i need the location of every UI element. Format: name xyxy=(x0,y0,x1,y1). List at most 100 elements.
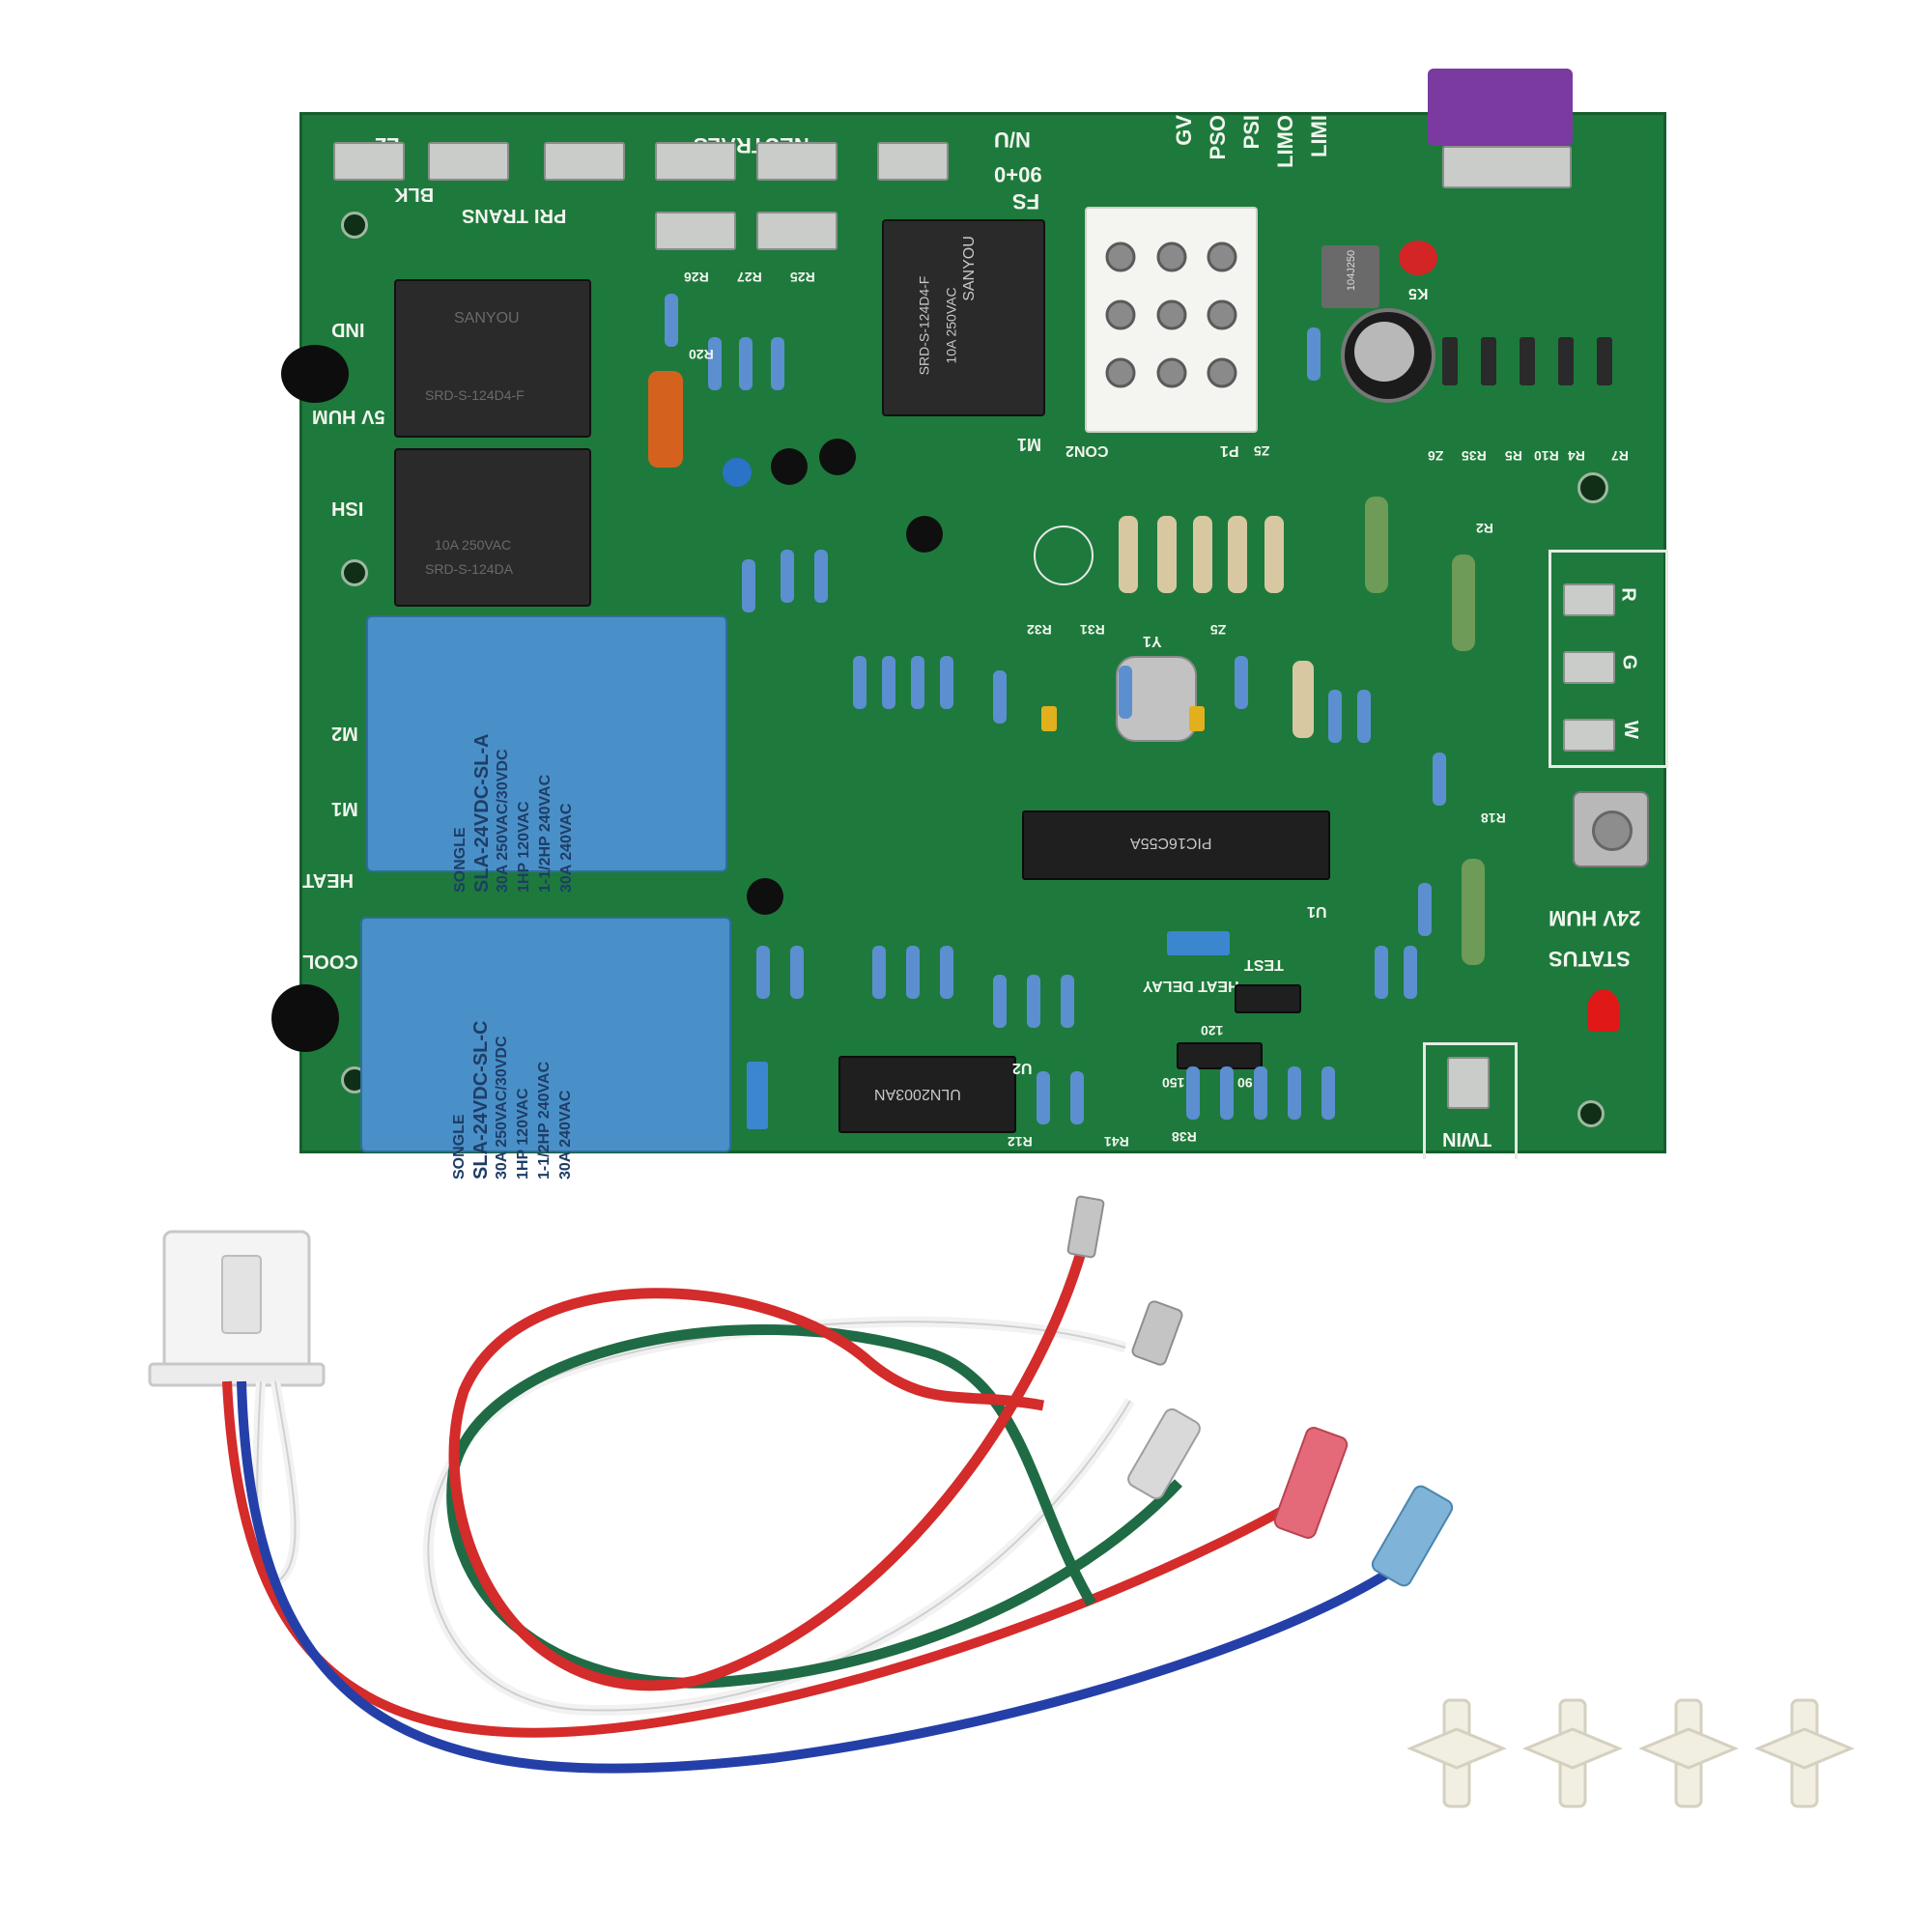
standoff-clips xyxy=(1406,1698,1855,1808)
resistor-array xyxy=(1027,975,1040,1028)
terminal-block-rgw xyxy=(1548,550,1668,768)
screw-icon xyxy=(1592,810,1633,851)
transistor-q1 xyxy=(771,448,808,485)
relay-k1-model: SRD-S-124D4-F xyxy=(425,387,525,403)
fuse-holder xyxy=(1442,146,1572,188)
cap-top xyxy=(1354,322,1414,382)
wire-blue xyxy=(237,1380,1424,1774)
resistor-array xyxy=(781,550,794,603)
mounting-hole xyxy=(1577,1100,1605,1127)
resistor-array xyxy=(1404,946,1417,999)
relay-k1: SANYOU SRD-S-124D4-F xyxy=(394,279,591,438)
resistor-array xyxy=(739,337,753,390)
twin-terminal xyxy=(1447,1057,1490,1109)
spade-terminal xyxy=(756,142,838,181)
resistor-array xyxy=(1321,1066,1335,1120)
transistor-q2 xyxy=(906,516,943,553)
mounting-hole xyxy=(341,559,368,586)
resistor-array xyxy=(1254,1066,1267,1120)
resistor-array xyxy=(1288,1066,1301,1120)
wire-red-loop xyxy=(448,1230,1093,1691)
terminal-w xyxy=(1563,719,1615,752)
wire-green xyxy=(446,1324,1183,1689)
resistor-array xyxy=(872,946,886,999)
test-header xyxy=(1235,984,1301,1013)
resistor-array xyxy=(1037,1071,1050,1124)
terminal-g xyxy=(1563,651,1615,684)
resistor-r9 xyxy=(1264,516,1284,593)
resistor-r7 xyxy=(1228,516,1247,593)
resistor-array xyxy=(1328,690,1342,743)
spade-terminal xyxy=(428,142,509,181)
resistor-array xyxy=(993,670,1007,724)
resistor-array xyxy=(882,656,895,709)
spade-terminal xyxy=(655,212,736,250)
control-board: L2 NEUTRALS N/U 90+0 FS GV GV PSO PSI LI… xyxy=(271,69,1668,1179)
relay-songle-a: SONGLE SLA-24VDC-SL-A 30A 250VAC/30VDC 1… xyxy=(366,615,727,893)
spade-terminal xyxy=(655,142,736,181)
resistor-z7 xyxy=(1293,661,1314,738)
resistor-array xyxy=(1220,1066,1234,1120)
blue-capacitor-c5 xyxy=(747,1062,768,1129)
relay-k4-rating: 10A 250VAC xyxy=(435,537,512,553)
resistor-array xyxy=(1186,1066,1200,1120)
resistor-array xyxy=(1061,975,1074,1028)
transistor-q3 xyxy=(747,878,783,915)
resistor-r1 xyxy=(1462,859,1485,965)
standoff-2 xyxy=(1522,1698,1623,1808)
mounting-hole xyxy=(341,212,368,239)
resistor-r11 xyxy=(1365,497,1388,593)
resistor-array xyxy=(1418,883,1432,936)
relay-k5: SANYOU 10A 250VAC SRD-S-124D4-F xyxy=(882,219,1045,416)
harness-connector xyxy=(148,1230,326,1387)
black-capacitor xyxy=(271,984,339,1052)
box-capacitor: 104J250 xyxy=(1321,245,1379,308)
blue-capacitor-c4 xyxy=(1167,931,1230,955)
spade-terminal xyxy=(333,142,405,181)
transistor-q6 xyxy=(819,439,856,475)
microcontroller-u1: PIC16C55A xyxy=(1022,810,1330,880)
black-capacitor xyxy=(281,345,349,403)
spade-terminal xyxy=(877,142,949,181)
resistor-array xyxy=(771,337,784,390)
resistor-array xyxy=(911,656,924,709)
film-capacitor xyxy=(648,371,683,468)
fuse xyxy=(1428,69,1573,146)
terminal-r xyxy=(1563,583,1615,616)
resistor-array xyxy=(790,946,804,999)
twin-terminal-area xyxy=(1423,1042,1518,1159)
relay-songle-c: SONGLE SLA-24VDC-SL-C 30A 250VAC/30VDC 1… xyxy=(360,917,731,1179)
resistor-array xyxy=(940,946,953,999)
blue-disc-capacitor xyxy=(723,458,752,487)
harness-terminals xyxy=(1066,1195,1454,1587)
standoff-4 xyxy=(1754,1698,1855,1808)
red-capacitor xyxy=(1399,241,1437,275)
resistor-array xyxy=(906,946,920,999)
diode-array xyxy=(1437,332,1631,390)
resistor-array xyxy=(1119,666,1132,719)
resistor-array xyxy=(708,337,722,390)
resistor-array xyxy=(853,656,867,709)
connector-9pin xyxy=(1085,207,1258,433)
round-component xyxy=(1034,526,1094,585)
resistor-array xyxy=(1070,1071,1084,1124)
standoff-3 xyxy=(1638,1698,1739,1808)
driver-chip-u2: ULN2003AN xyxy=(838,1056,1016,1133)
spade-terminal xyxy=(756,212,838,250)
resistor-array xyxy=(756,946,770,999)
yellow-capacitor-c6 xyxy=(1041,706,1057,731)
resistor-array xyxy=(1375,946,1388,999)
resistor-array xyxy=(814,550,828,603)
diodes-svg xyxy=(1442,337,1612,385)
resistor-array xyxy=(742,559,755,612)
resistor-r5 xyxy=(1119,516,1138,593)
resistor-array xyxy=(1307,327,1321,381)
standoff-1 xyxy=(1406,1698,1507,1808)
resistor-array xyxy=(1433,753,1446,806)
mounting-hole xyxy=(1577,472,1608,503)
yellow-capacitor-c3 xyxy=(1189,706,1205,731)
relay-k1-brand: SANYOU xyxy=(454,310,520,327)
resistor-r8 xyxy=(1452,554,1475,651)
resistor-array xyxy=(1357,690,1371,743)
